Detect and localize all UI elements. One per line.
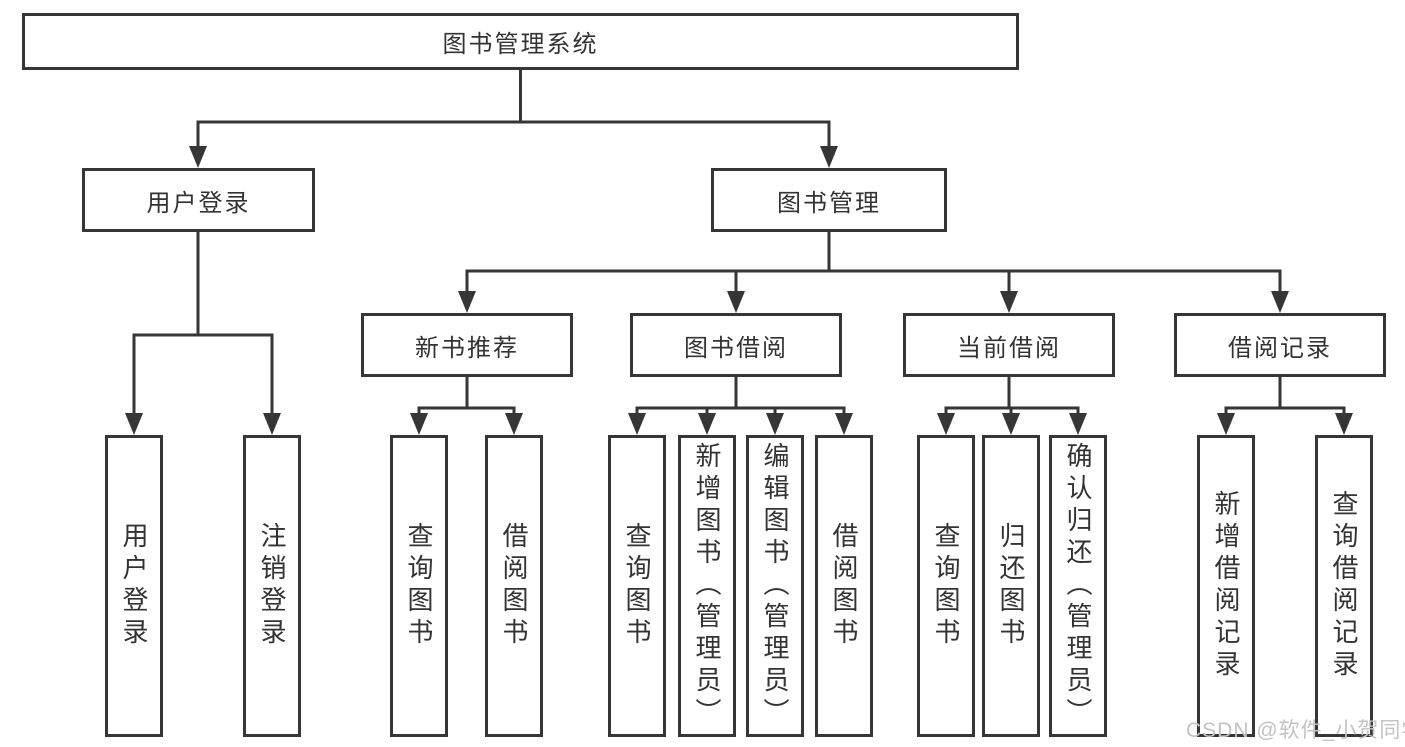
- node-root-label: 图书管理系统: [442, 31, 599, 58]
- node-borrowing-records-label: 借阅记录: [1228, 334, 1332, 362]
- leaf-bb-query-books-label: 查询图书: [622, 522, 652, 650]
- leaf-br-add-record-label: 新增借阅记录: [1211, 490, 1241, 682]
- node-current-borrowing: 当前借阅: [903, 313, 1115, 377]
- node-borrowing-records: 借阅记录: [1174, 313, 1386, 377]
- node-book-borrowing: 图书借阅: [630, 313, 842, 377]
- node-user-login: 用户登录: [82, 168, 315, 232]
- leaf-bb-edit-books-label: 编辑图书（管理员）: [760, 442, 790, 730]
- leaf-nb-query-books: 查询图书: [390, 435, 448, 737]
- leaf-cb-return-books-label: 归还图书: [996, 522, 1026, 650]
- csdn-watermark: CSDN @软件_小贺同学: [1186, 719, 1405, 742]
- leaf-bb-borrow-books: 借阅图书: [815, 435, 873, 737]
- leaf-cb-confirm-return-label: 确认归还（管理员）: [1063, 442, 1093, 730]
- node-book-management-label: 图书管理: [777, 189, 881, 217]
- leaf-nb-query-books-label: 查询图书: [404, 522, 434, 650]
- node-user-login-label: 用户登录: [146, 189, 251, 217]
- leaf-br-query-record: 查询借阅记录: [1315, 435, 1373, 737]
- leaf-logout: 注销登录: [243, 435, 301, 737]
- leaf-cb-query-books-label: 查询图书: [931, 522, 961, 650]
- leaf-bb-add-books-label: 新增图书（管理员）: [692, 442, 722, 730]
- node-root: 图书管理系统: [22, 13, 1019, 70]
- leaf-bb-borrow-books-label: 借阅图书: [829, 522, 859, 650]
- leaf-logout-label: 注销登录: [257, 522, 287, 650]
- node-book-management: 图书管理: [711, 168, 947, 232]
- node-new-book-recommend-label: 新书推荐: [415, 334, 519, 362]
- leaf-bb-query-books: 查询图书: [608, 435, 666, 737]
- leaf-br-query-record-label: 查询借阅记录: [1329, 490, 1359, 682]
- leaf-nb-borrow-books: 借阅图书: [485, 435, 543, 737]
- arrowheads: [125, 146, 1353, 435]
- node-new-book-recommend: 新书推荐: [361, 313, 573, 377]
- leaf-user-login-label: 用户登录: [119, 522, 149, 650]
- leaf-bb-add-books: 新增图书（管理员）: [678, 435, 736, 737]
- leaf-br-add-record: 新增借阅记录: [1197, 435, 1255, 737]
- leaf-bb-edit-books: 编辑图书（管理员）: [746, 435, 804, 737]
- leaf-cb-confirm-return: 确认归还（管理员）: [1049, 435, 1107, 737]
- leaf-cb-query-books: 查询图书: [917, 435, 975, 737]
- leaf-user-login: 用户登录: [105, 435, 163, 737]
- node-current-borrowing-label: 当前借阅: [957, 334, 1061, 362]
- leaf-cb-return-books: 归还图书: [982, 435, 1040, 737]
- node-book-borrowing-label: 图书借阅: [684, 334, 788, 362]
- leaf-nb-borrow-books-label: 借阅图书: [499, 522, 529, 650]
